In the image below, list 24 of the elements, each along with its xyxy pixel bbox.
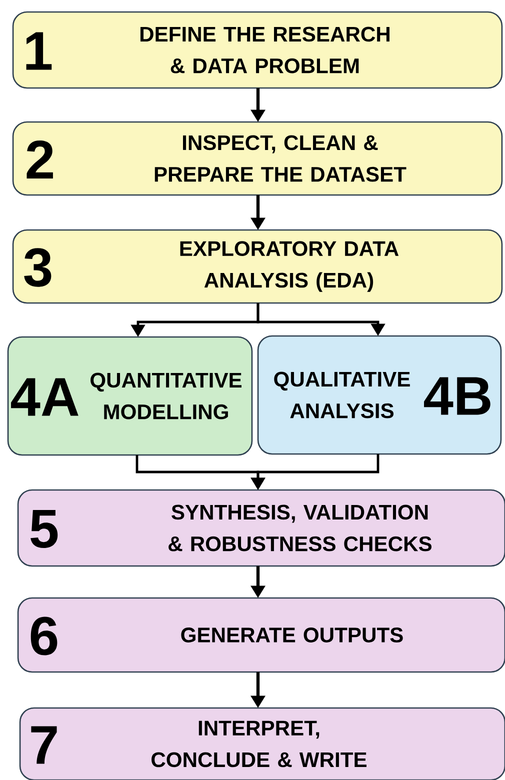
step-label: INTERPRET, CONCLUDE & WRITE xyxy=(152,720,366,768)
step-label: QUALITATIVE ANALYSIS xyxy=(274,372,410,418)
step-number: 1 xyxy=(26,32,52,70)
step-box xyxy=(17,597,505,673)
step-box xyxy=(17,489,505,567)
step-number: 3 xyxy=(24,248,52,287)
step-box xyxy=(12,121,503,196)
step-label: EXPLORATORY DATA ANALYSIS (EDA) xyxy=(180,241,399,292)
step-label: INSPECT, CLEAN & PREPARE THE DATASET xyxy=(154,135,406,182)
step-number: 5 xyxy=(30,510,58,548)
step-number: 7 xyxy=(31,726,57,764)
step-label: SYNTHESIS, VALIDATION & ROBUSTNESS CHECKS xyxy=(168,504,432,552)
step-number: 2 xyxy=(26,140,53,179)
step-box xyxy=(7,336,253,456)
step-number: 4A xyxy=(11,378,78,416)
step-label: QUANTITATIVE MODELLING xyxy=(90,372,242,420)
step-number: 6 xyxy=(30,616,58,656)
step-number: 4B xyxy=(424,377,490,415)
step-box xyxy=(257,335,502,455)
step-label: GENERATE OUTPUTS xyxy=(181,628,403,642)
step-box xyxy=(12,229,503,304)
step-box xyxy=(12,11,503,89)
step-label: DEFINE THE RESEARCH & DATA PROBLEM xyxy=(140,26,390,74)
step-box xyxy=(19,707,505,780)
